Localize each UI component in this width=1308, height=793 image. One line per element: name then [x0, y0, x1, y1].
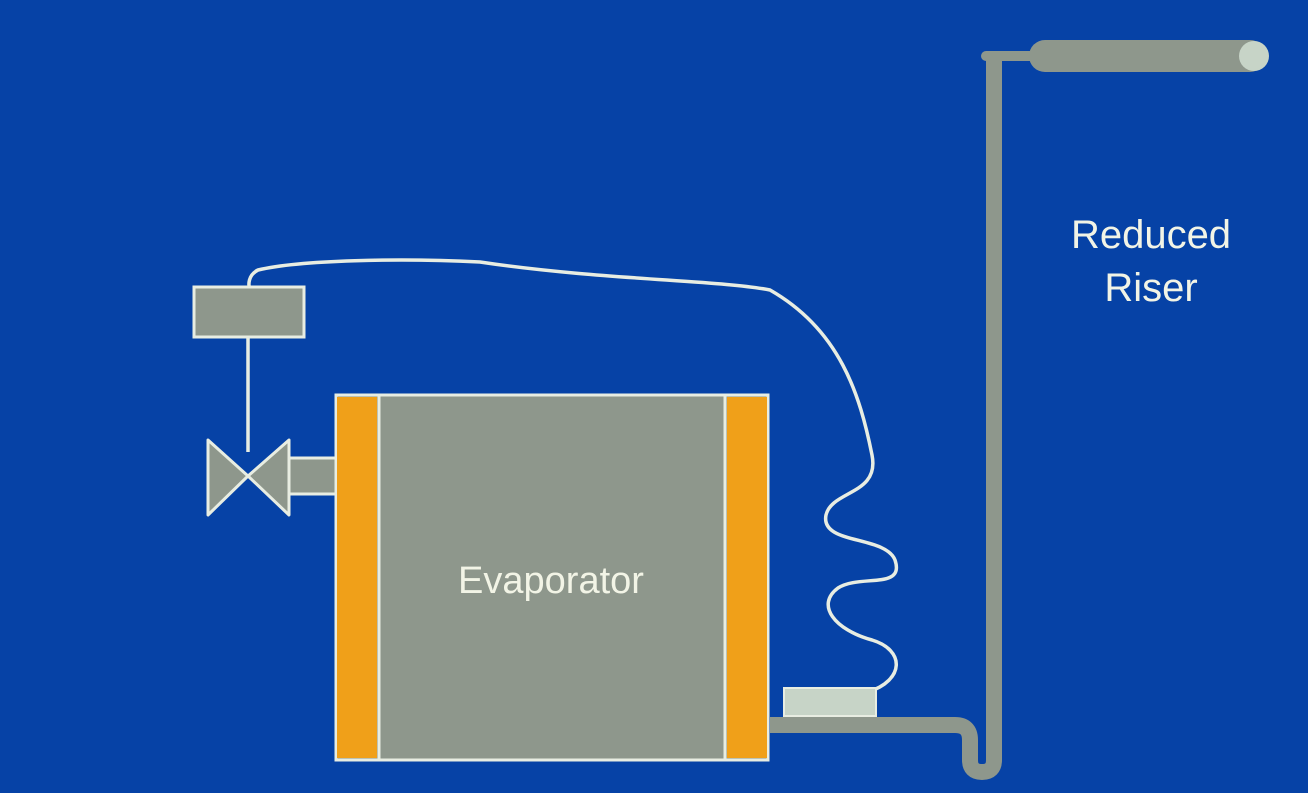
evaporator-left-header	[337, 397, 377, 758]
inlet-pipe	[284, 456, 340, 496]
riser-label-line2: Riser	[1104, 266, 1197, 310]
evaporator-label: Evaporator	[458, 560, 644, 602]
suction-line	[770, 60, 1002, 780]
txv-power-head	[192, 285, 306, 339]
evaporator-body	[334, 393, 770, 762]
riser-label-line1: Reduced	[1071, 213, 1231, 257]
pipe-end-cap	[1239, 41, 1269, 71]
sensing-bulb	[783, 687, 877, 717]
expansion-valve-icon-right	[246, 438, 291, 517]
expansion-valve-icon	[206, 438, 250, 517]
capillary-tube	[247, 258, 899, 694]
evaporator-right-header	[727, 397, 767, 758]
